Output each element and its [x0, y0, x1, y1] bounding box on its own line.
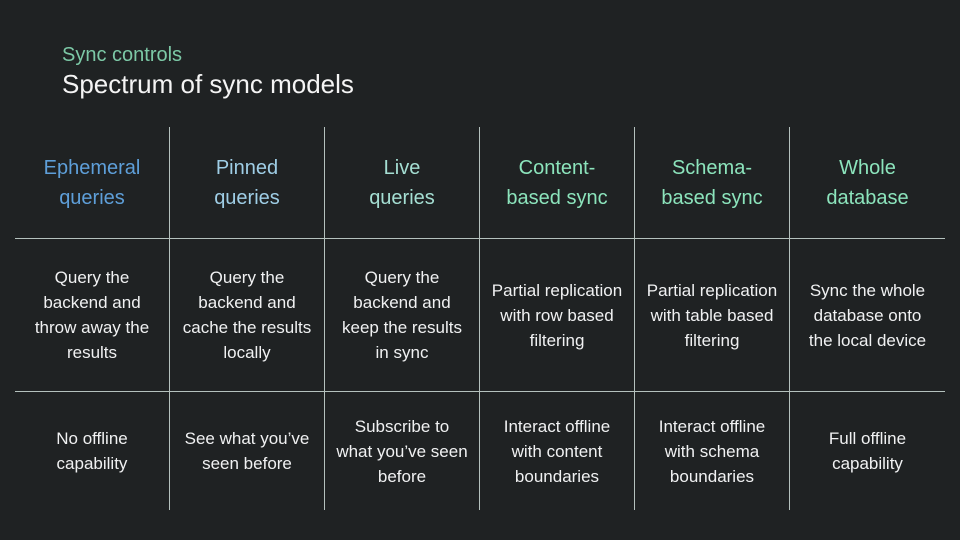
offline-cell-ephemeral-queries: No offline capability [15, 392, 170, 510]
header-cell-ephemeral-queries: Ephemeral queries [15, 127, 170, 239]
header-cell-content-based-sync: Content- based sync [480, 127, 635, 239]
description-cell-live-queries: Query the backend and keep the results i… [325, 239, 480, 392]
offline-cell-live-queries: Subscribe to what you’ve seen before [325, 392, 480, 510]
header-cell-schema-based-sync: Schema- based sync [635, 127, 790, 239]
header-cell-live-queries: Live queries [325, 127, 480, 239]
header-cell-pinned-queries: Pinned queries [170, 127, 325, 239]
offline-cell-whole-database: Full offline capability [828, 429, 907, 473]
description-cell-content-based-sync: Partial replication with row based filte… [480, 239, 635, 392]
sync-models-table: Ephemeral queries Pinned queries Live qu… [15, 127, 945, 510]
description-cell-schema-based-sync: Partial replication with table based fil… [635, 239, 790, 392]
description-cell-pinned-queries: Query the backend and cache the results … [170, 239, 325, 392]
slide-kicker: Sync controls [62, 44, 183, 66]
offline-cell-schema-based-sync: Interact offline with schema boundaries [635, 392, 790, 510]
description-cell-whole-database: Sync the whole database onto the local d… [790, 239, 945, 392]
header-cell-whole-database: Whole database [790, 127, 945, 239]
offline-cell-content-based-sync: Interact offline with content boundaries [480, 392, 635, 510]
slide-title: Spectrum of sync models [62, 69, 354, 99]
offline-cell-pinned-queries: See what you’ve seen before [170, 392, 325, 510]
description-cell-ephemeral-queries: Query the backend and throw away the res… [15, 239, 170, 392]
